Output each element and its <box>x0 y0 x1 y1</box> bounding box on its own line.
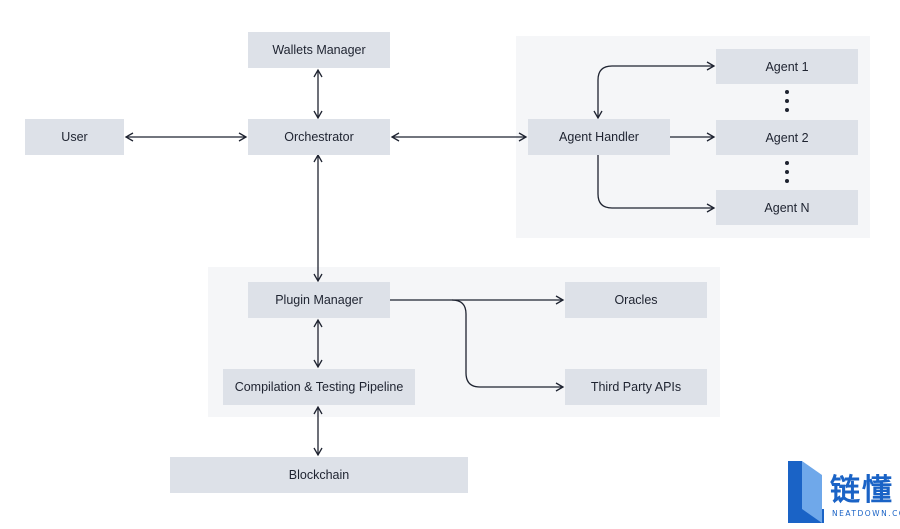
edge-handler-agent1 <box>593 61 716 120</box>
neatdown-logo: 链懂 NEATDOWN.COM <box>786 459 900 525</box>
ellipsis-dots-upper <box>784 90 790 117</box>
node-plugin-manager: Plugin Manager <box>248 282 390 318</box>
logo-chinese-text: 链懂 <box>830 473 894 508</box>
node-wallets-manager: Wallets Manager <box>248 32 390 68</box>
node-agent-handler: Agent Handler <box>528 119 670 155</box>
node-user: User <box>25 119 124 155</box>
logo-l-mark <box>788 461 824 523</box>
logo-english-text: NEATDOWN.COM <box>832 509 900 518</box>
node-agent-2: Agent 2 <box>716 120 858 155</box>
node-agent-n: Agent N <box>716 190 858 225</box>
node-third-party-apis: Third Party APIs <box>565 369 707 405</box>
edge-handler-agentn <box>597 155 716 213</box>
edge-plugin-apis <box>451 299 565 392</box>
ellipsis-dots-lower <box>784 161 790 188</box>
node-oracles: Oracles <box>565 282 707 318</box>
node-orchestrator: Orchestrator <box>248 119 390 155</box>
node-agent-1: Agent 1 <box>716 49 858 84</box>
node-blockchain: Blockchain <box>170 457 468 493</box>
node-compilation-pipeline: Compilation & Testing Pipeline <box>223 369 415 405</box>
